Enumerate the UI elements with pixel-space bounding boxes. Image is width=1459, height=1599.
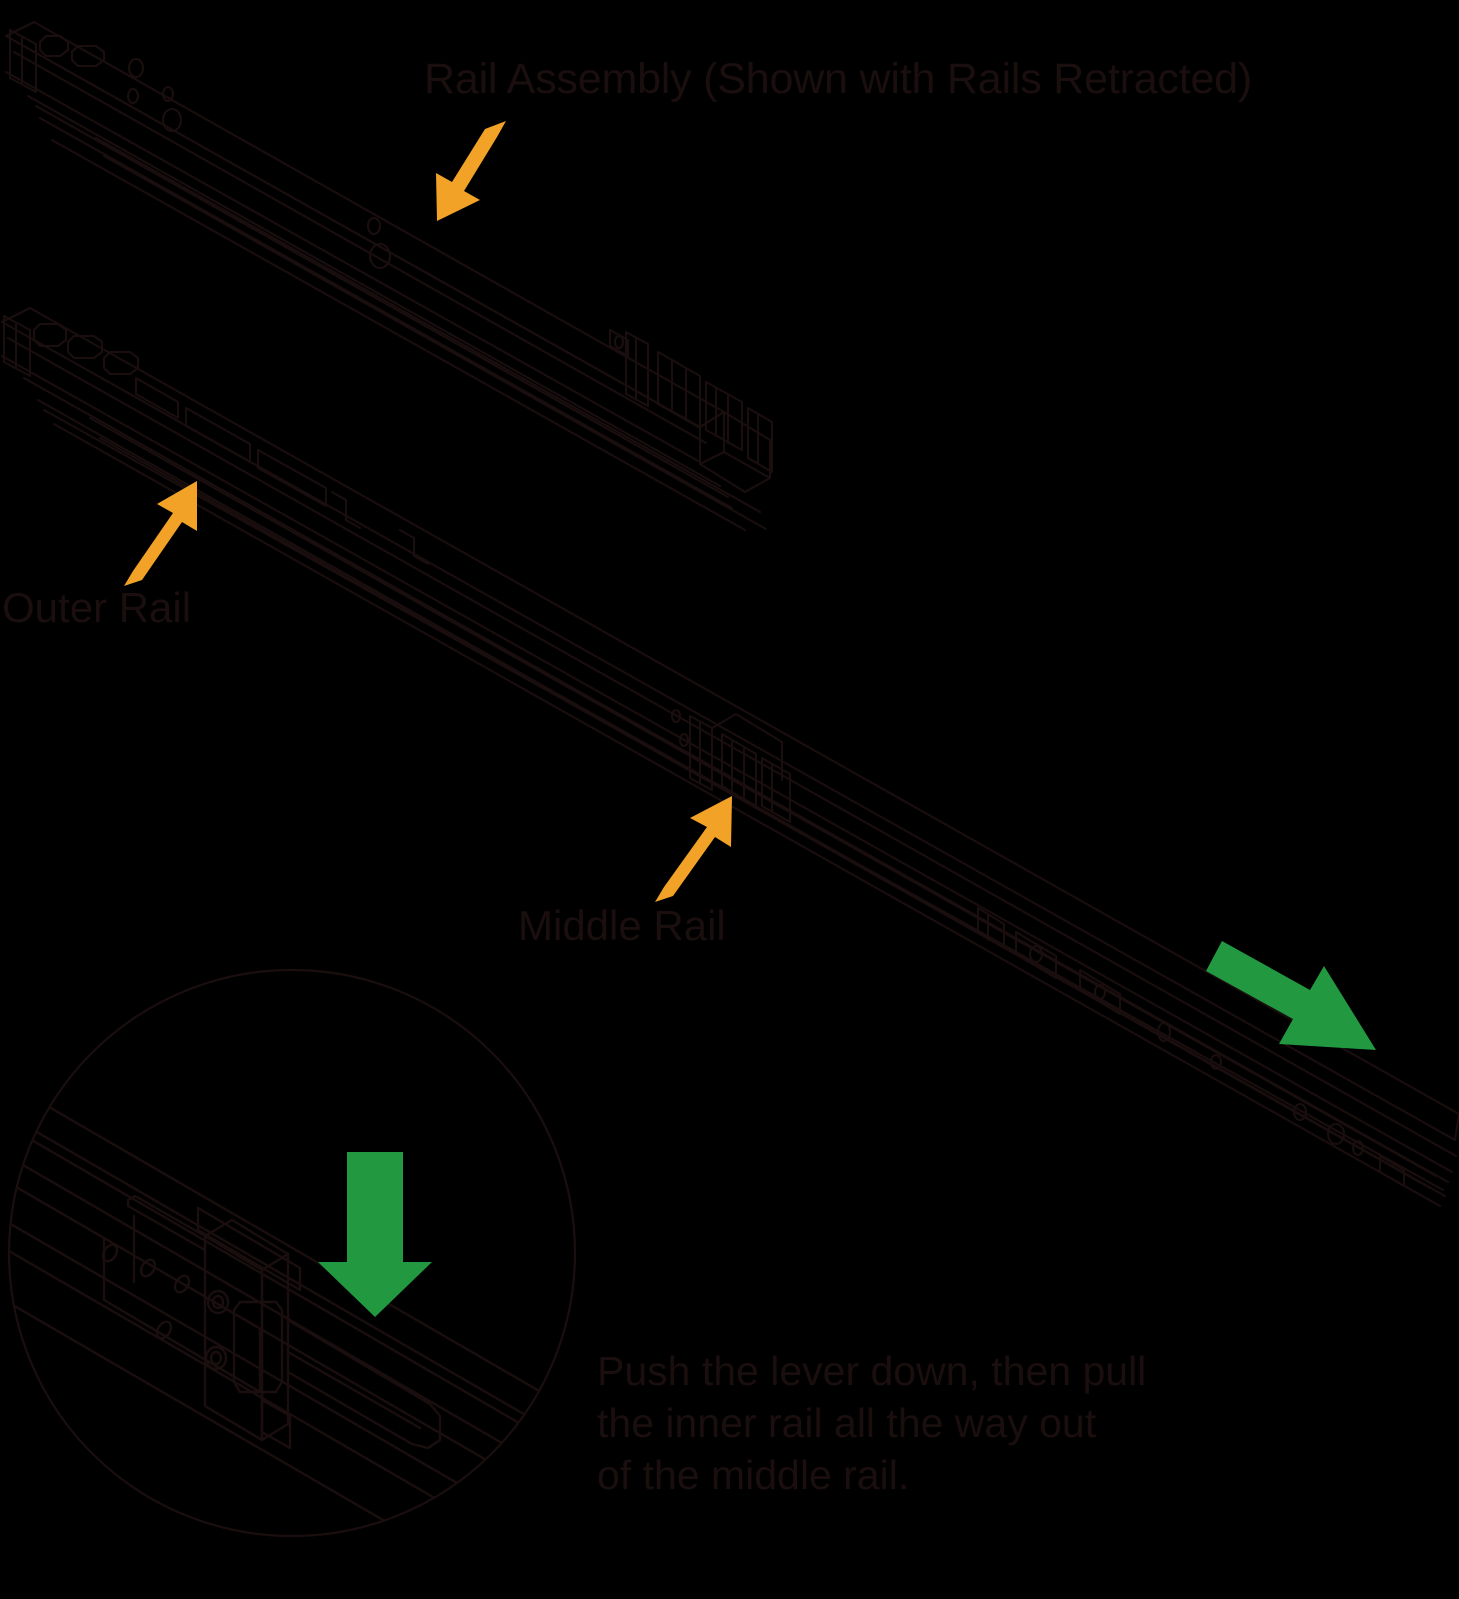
rail-assembly-callout-arrow (436, 121, 506, 221)
pull-inner-rail-arrow (1206, 941, 1376, 1050)
outer-rail-label: Outer Rail (2, 584, 192, 631)
detail-circle-outline (7, 968, 577, 1538)
page-title: Rail Assembly (Shown with Rails Retracte… (424, 55, 1253, 103)
outer-rail-callout-arrow (124, 481, 197, 586)
push-lever-down-arrow (318, 1152, 432, 1317)
middle-rail-callout-arrow (655, 796, 732, 902)
instruction-line-1: Push the lever down, then pull (597, 1348, 1147, 1394)
upper-rail-assembly (4, 20, 774, 532)
middle-rail-label: Middle Rail (518, 902, 726, 949)
lower-rail-assembly (0, 306, 1459, 1208)
instruction-text: Push the lever down, then pull the inner… (597, 1345, 1297, 1501)
instruction-line-2: the inner rail all the way out (597, 1400, 1097, 1446)
instruction-line-3: of the middle rail. (597, 1452, 910, 1498)
